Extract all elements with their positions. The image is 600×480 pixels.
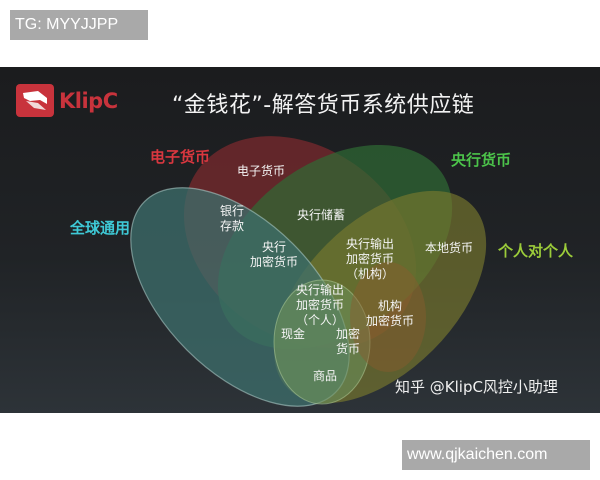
region-cb-reserves: 央行储蓄 [297,208,346,222]
slide-title: “金钱花”-解答货币系统供应链 [172,93,475,118]
category-p2p: 个人对个人 [498,242,574,260]
url-badge: www.qjkaichen.com [402,440,590,470]
region-commodities: 商品 [313,369,338,383]
region-cbdc-retail: 央行输出 加密货币 （个人） [296,283,345,327]
region-bank-deposit: 银行 存款 [220,204,245,233]
commodities-ellipse [273,279,371,405]
klipc-logo-text: KlipC [59,88,118,113]
region-cash: 现金 [281,327,306,341]
category-central-bank-money: 央行货币 [451,151,512,169]
money-flower-slide: KlipC “金钱花”-解答货币系统供应链 电子货币 央行货币 全球通用 个人对… [0,67,600,413]
region-cbdc-wholesale: 央行输出 加密货币 （机构） [346,237,395,281]
venn-diagram [130,136,487,407]
klipc-logo-icon [16,84,54,117]
region-cbdc: 央行 加密货币 [250,240,299,269]
category-global: 全球通用 [70,219,131,237]
klipc-logo: KlipC [16,84,118,117]
region-e-money: 电子货币 [237,164,286,178]
institutional-ellipse [350,262,426,372]
zhihu-watermark: 知乎 @KlipC风控小助理 [395,378,558,396]
region-institutional-crypto: 机构 加密货币 [366,299,415,328]
region-crypto: 加密 货币 [336,327,361,356]
category-electronic-money: 电子货币 [150,148,211,166]
tg-badge: TG: MYYJJPP [10,10,148,40]
region-local-currency: 本地货币 [425,241,474,255]
